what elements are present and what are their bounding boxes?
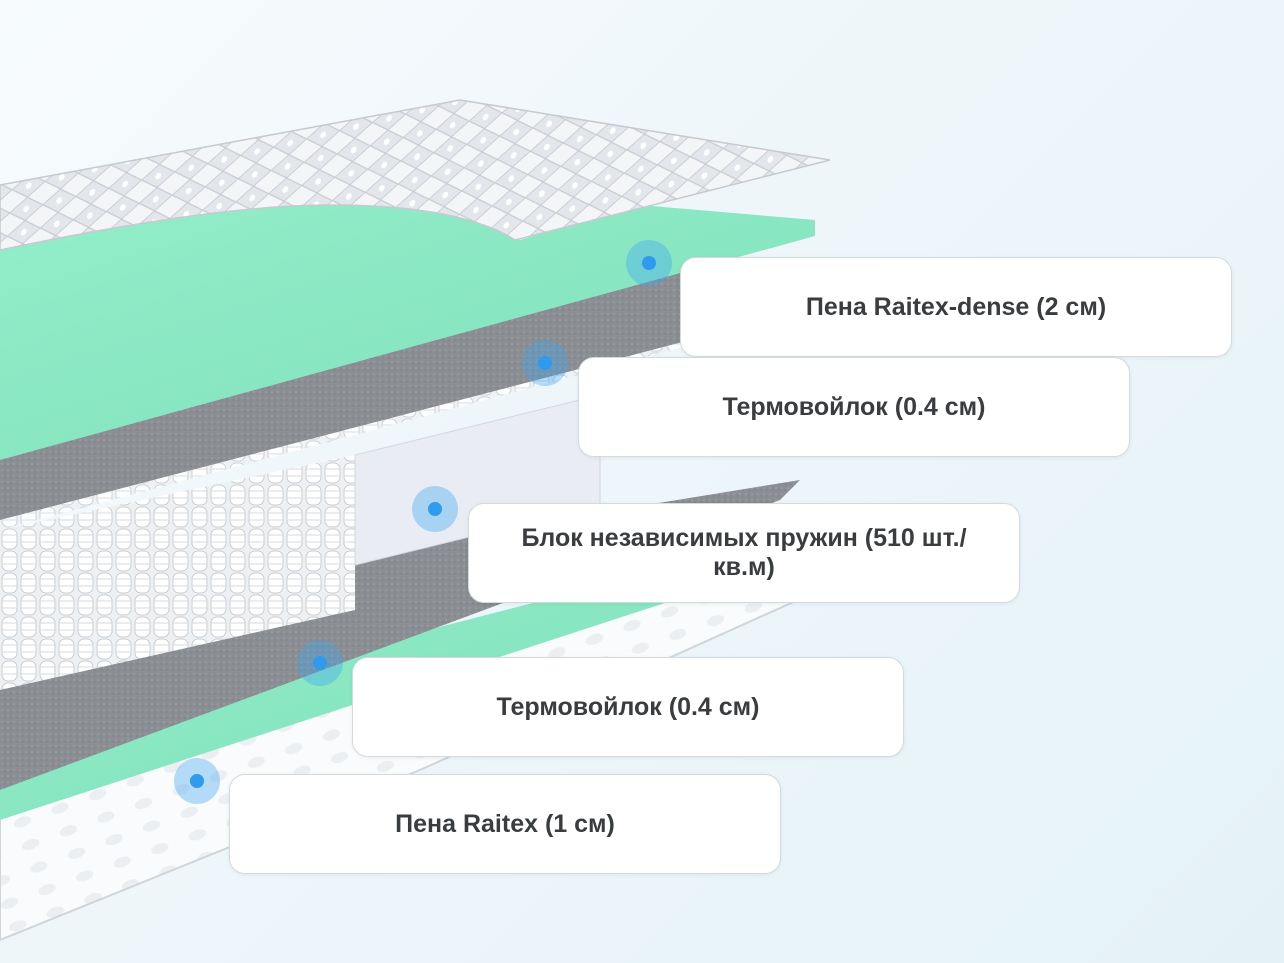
layer-marker-2[interactable]	[522, 340, 568, 386]
layer-marker-3[interactable]	[412, 486, 458, 532]
top-quilt-layer	[0, 99, 831, 251]
layer-label-card-3: Блок независимых пружин (510 шт./кв.м)	[468, 503, 1020, 603]
marker-dot-icon	[642, 256, 656, 270]
layer-label: Термовойлок (0.4 см)	[496, 692, 760, 721]
layer-label-card-4: Термовойлок (0.4 см)	[352, 657, 904, 757]
layer-label-card-5: Пена Raitex (1 см)	[229, 774, 781, 874]
layer-label-card-2: Термовойлок (0.4 см)	[578, 357, 1130, 457]
top-felt-layer	[0, 258, 690, 520]
layer-label: Пена Raitex-dense (2 см)	[805, 292, 1107, 321]
layer-label: Пена Raitex (1 см)	[395, 809, 615, 838]
marker-dot-icon	[428, 502, 442, 516]
marker-dot-icon	[538, 356, 552, 370]
layer-marker-1[interactable]	[626, 240, 672, 286]
top-foam-layer	[0, 205, 815, 460]
marker-dot-icon	[190, 774, 204, 788]
layer-label: Блок независимых пружин (510 шт./кв.м)	[521, 524, 967, 581]
layer-label-card-1: Пена Raitex-dense (2 см)	[680, 257, 1232, 357]
layer-marker-4[interactable]	[297, 640, 343, 686]
spring-block-layer	[0, 455, 355, 690]
marker-dot-icon	[313, 656, 327, 670]
layer-label: Термовойлок (0.4 см)	[722, 392, 986, 421]
layer-marker-5[interactable]	[174, 758, 220, 804]
